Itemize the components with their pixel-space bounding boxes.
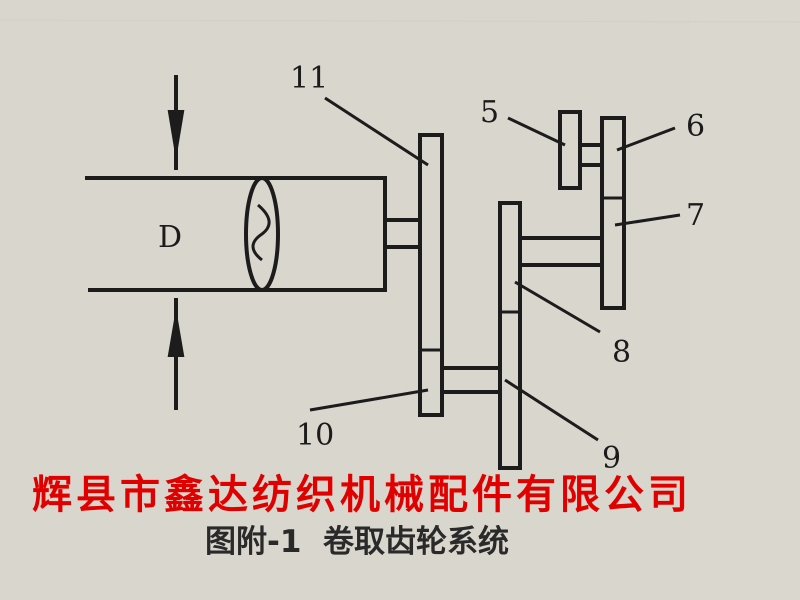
dimension-d: D [85,75,262,410]
part-labels: 11 5 6 7 8 9 10 [290,61,705,476]
label-7: 7 [686,198,705,233]
dimension-label: D [158,220,182,255]
drawing: D [85,75,626,470]
leader-lines [309,96,681,442]
label-9: 9 [602,441,621,476]
gear-7 [600,116,626,310]
company-watermark: 辉县市鑫达纺织机械配件有限公司 [32,472,692,518]
gear-5 [558,110,582,190]
gear-11 [418,133,444,417]
label-8: 8 [612,335,631,370]
label-6: 6 [686,109,705,144]
roller [244,176,420,292]
gear-9 [498,201,522,470]
label-10: 10 [296,418,334,453]
label-11: 11 [290,61,328,96]
figure-caption: 图附-1 卷取齿轮系统 [205,524,509,560]
label-5: 5 [480,95,499,130]
